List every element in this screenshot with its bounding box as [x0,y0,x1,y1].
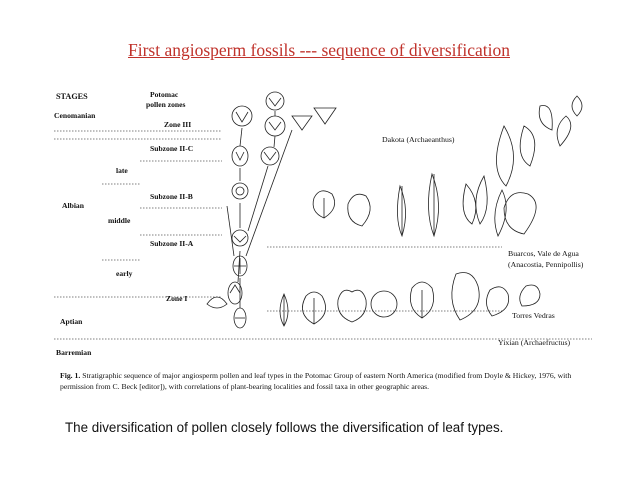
stage-late: late [116,166,128,175]
subzone-ii-b: Subzone II-B [150,192,193,201]
leaves-upper-row [496,95,583,187]
locality-yixian: Yixian (Archaefructus) [498,338,571,347]
stage-middle: middle [108,216,131,225]
zone-i: Zone I [166,294,188,303]
figure-drawing [54,91,592,340]
stage-barremian: Barremian [56,348,92,357]
stratigraphy-figure: STAGES Potomac pollen zones Cenomanian l… [52,86,592,411]
zone-iii: Zone III [164,120,192,129]
caption-label: Fig. 1. [60,371,81,380]
pollen-sequence [206,91,337,329]
locality-torres-vedras: Torres Vedras [512,311,555,320]
header-pollen-zones: pollen zones [146,100,186,109]
footer-text: The diversification of pollen closely fo… [65,420,504,435]
divider-lines [54,130,592,340]
leaves-middle-row [312,172,537,238]
subzone-ii-c: Subzone II-C [150,144,194,153]
header-potomac: Potomac [150,90,179,99]
stage-cenomanian: Cenomanian [54,111,96,120]
locality-buarcos: Buarcos, Vale de Agua [508,249,579,258]
locality-dakota: Dakota (Archaeanthus) [382,135,455,144]
leaves-lower-row [279,272,541,327]
stage-albian: Albian [62,201,84,210]
stage-early: early [116,269,133,278]
figure-caption: Fig. 1. Stratigraphic sequence of major … [60,370,590,392]
locality-buarcos-taxa: (Anacostia, Pennipollis) [508,260,584,269]
stage-aptian: Aptian [60,317,83,326]
slide-title: First angiosperm fossils --- sequence of… [128,40,510,60]
caption-text: Stratigraphic sequence of major angiospe… [60,371,572,391]
header-stages: STAGES [56,92,88,101]
subzone-ii-a: Subzone II-A [150,239,194,248]
